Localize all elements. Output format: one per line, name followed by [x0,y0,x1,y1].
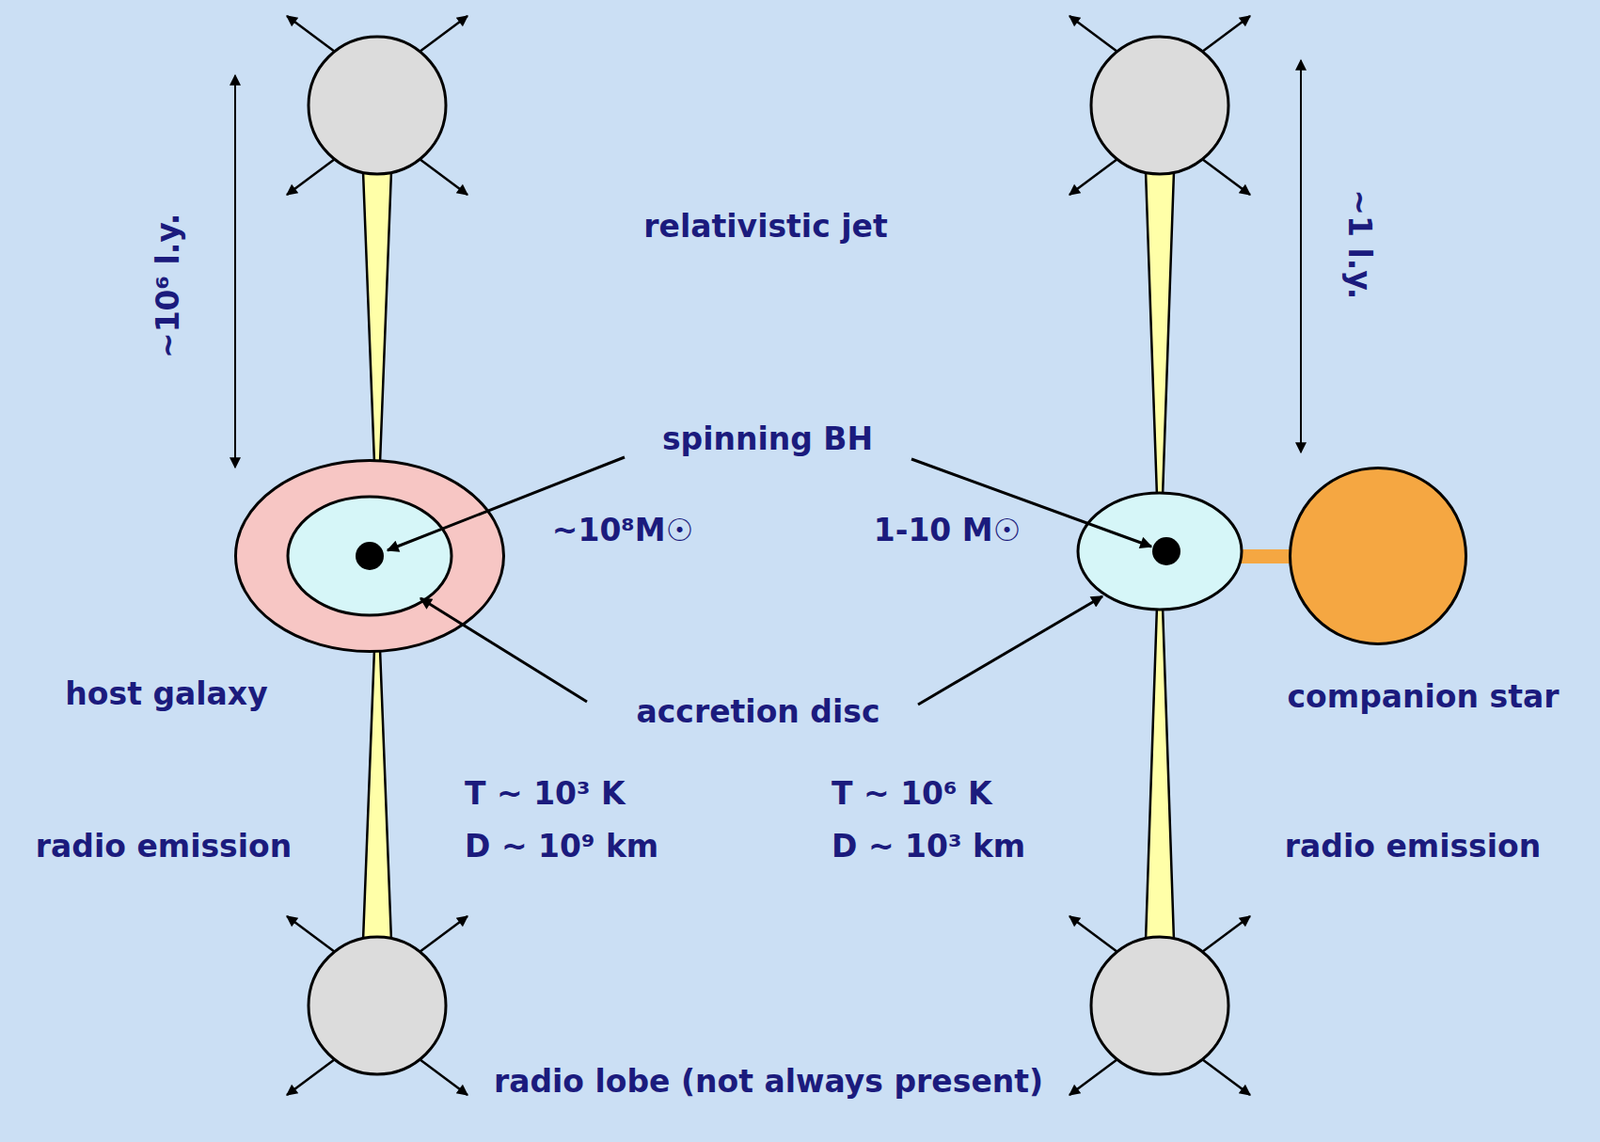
dimension-label-wrap: ~10⁶ l.y. [149,213,188,359]
emission-arrow [286,916,335,952]
accretion-disc [1077,492,1242,610]
accretion-disc [287,496,452,616]
callout-label-wrap: spinning BH [662,420,873,459]
emission-arrow [419,158,468,195]
emission-arrow [1202,158,1251,195]
jet [1145,605,1174,941]
dimension-label-wrap: ~1 l.y. [1340,190,1379,301]
emission-arrow [1202,916,1251,952]
temperature-label-wrap: T ~ 10⁶ K [831,775,993,813]
emission-label: radio emission [35,827,292,866]
callout-label: radio lobe (not always present) [493,1062,1044,1101]
radio-lobe [1091,36,1229,175]
emission-arrow [1069,15,1118,52]
jet [363,649,392,941]
size-label-wrap: D ~ 10⁹ km [464,827,659,866]
companion-star: companion star [1288,466,1468,646]
jet [1145,171,1174,497]
jet [363,171,392,463]
emission-arrow [419,916,468,952]
emission-arrow [286,1059,335,1095]
callout-label-wrap: accretion disc [636,693,881,731]
host-galaxy-label: host galaxy [64,675,268,713]
dimension-label: ~1 l.y. [1340,190,1379,301]
companion-star-outline [1290,468,1467,645]
emission-label-wrap: radio emission [35,827,292,866]
emission-arrow [286,15,335,52]
leader-arrow [420,598,587,702]
companion-star-shape [1288,466,1468,646]
mass-label: 1-10 M☉ [873,511,1022,550]
size-label: D ~ 10³ km [831,827,1026,866]
leader-arrow [918,596,1103,705]
jet-label-wrap: relativistic jet [643,207,888,246]
radio-lobe [1091,936,1229,1075]
mass-label-wrap: ~10⁸M☉ [552,511,694,550]
size-label-wrap: D ~ 10³ km [831,827,1026,866]
emission-arrow [419,1059,468,1095]
temperature-label-wrap: T ~ 10³ K [464,775,626,813]
temperature-label: T ~ 10³ K [464,775,626,813]
emission-label: radio emission [1284,827,1541,866]
emission-label-wrap: radio emission [1284,827,1541,866]
host-galaxy-outline [236,460,505,652]
emission-arrow [1069,916,1118,952]
size-label: D ~ 10⁹ km [464,827,659,866]
companion-star-label-wrap: companion star [1287,678,1560,716]
dimension-arrow [234,75,237,468]
callout-label: accretion disc [636,693,881,731]
emission-arrow [1202,15,1251,52]
jet-label: relativistic jet [643,207,888,246]
black-hole [1152,537,1181,566]
host-galaxy-label-wrap: host galaxy [64,675,268,713]
emission-arrow [286,158,335,195]
emission-arrow [1202,1059,1251,1095]
mass-label: ~10⁸M☉ [552,511,694,550]
dimension-label: ~10⁶ l.y. [149,213,188,359]
emission-arrow [1069,158,1118,195]
emission-arrow [419,15,468,52]
temperature-label: T ~ 10⁶ K [831,775,993,813]
radio-lobe [308,936,446,1075]
dimension-arrow [1299,60,1302,453]
leader-lines [387,457,1152,705]
mass-transfer-bridge [1237,549,1293,564]
callout-label-wrap: radio lobe (not always present) [493,1062,1044,1101]
mass-label-wrap: 1-10 M☉ [873,511,1022,550]
radio-lobe [308,36,446,175]
emission-arrow [1069,1059,1118,1095]
black-hole [355,541,384,571]
lobe-arrows [286,15,1251,1095]
companion-star-label: companion star [1287,678,1560,716]
callout-label: spinning BH [662,420,873,459]
